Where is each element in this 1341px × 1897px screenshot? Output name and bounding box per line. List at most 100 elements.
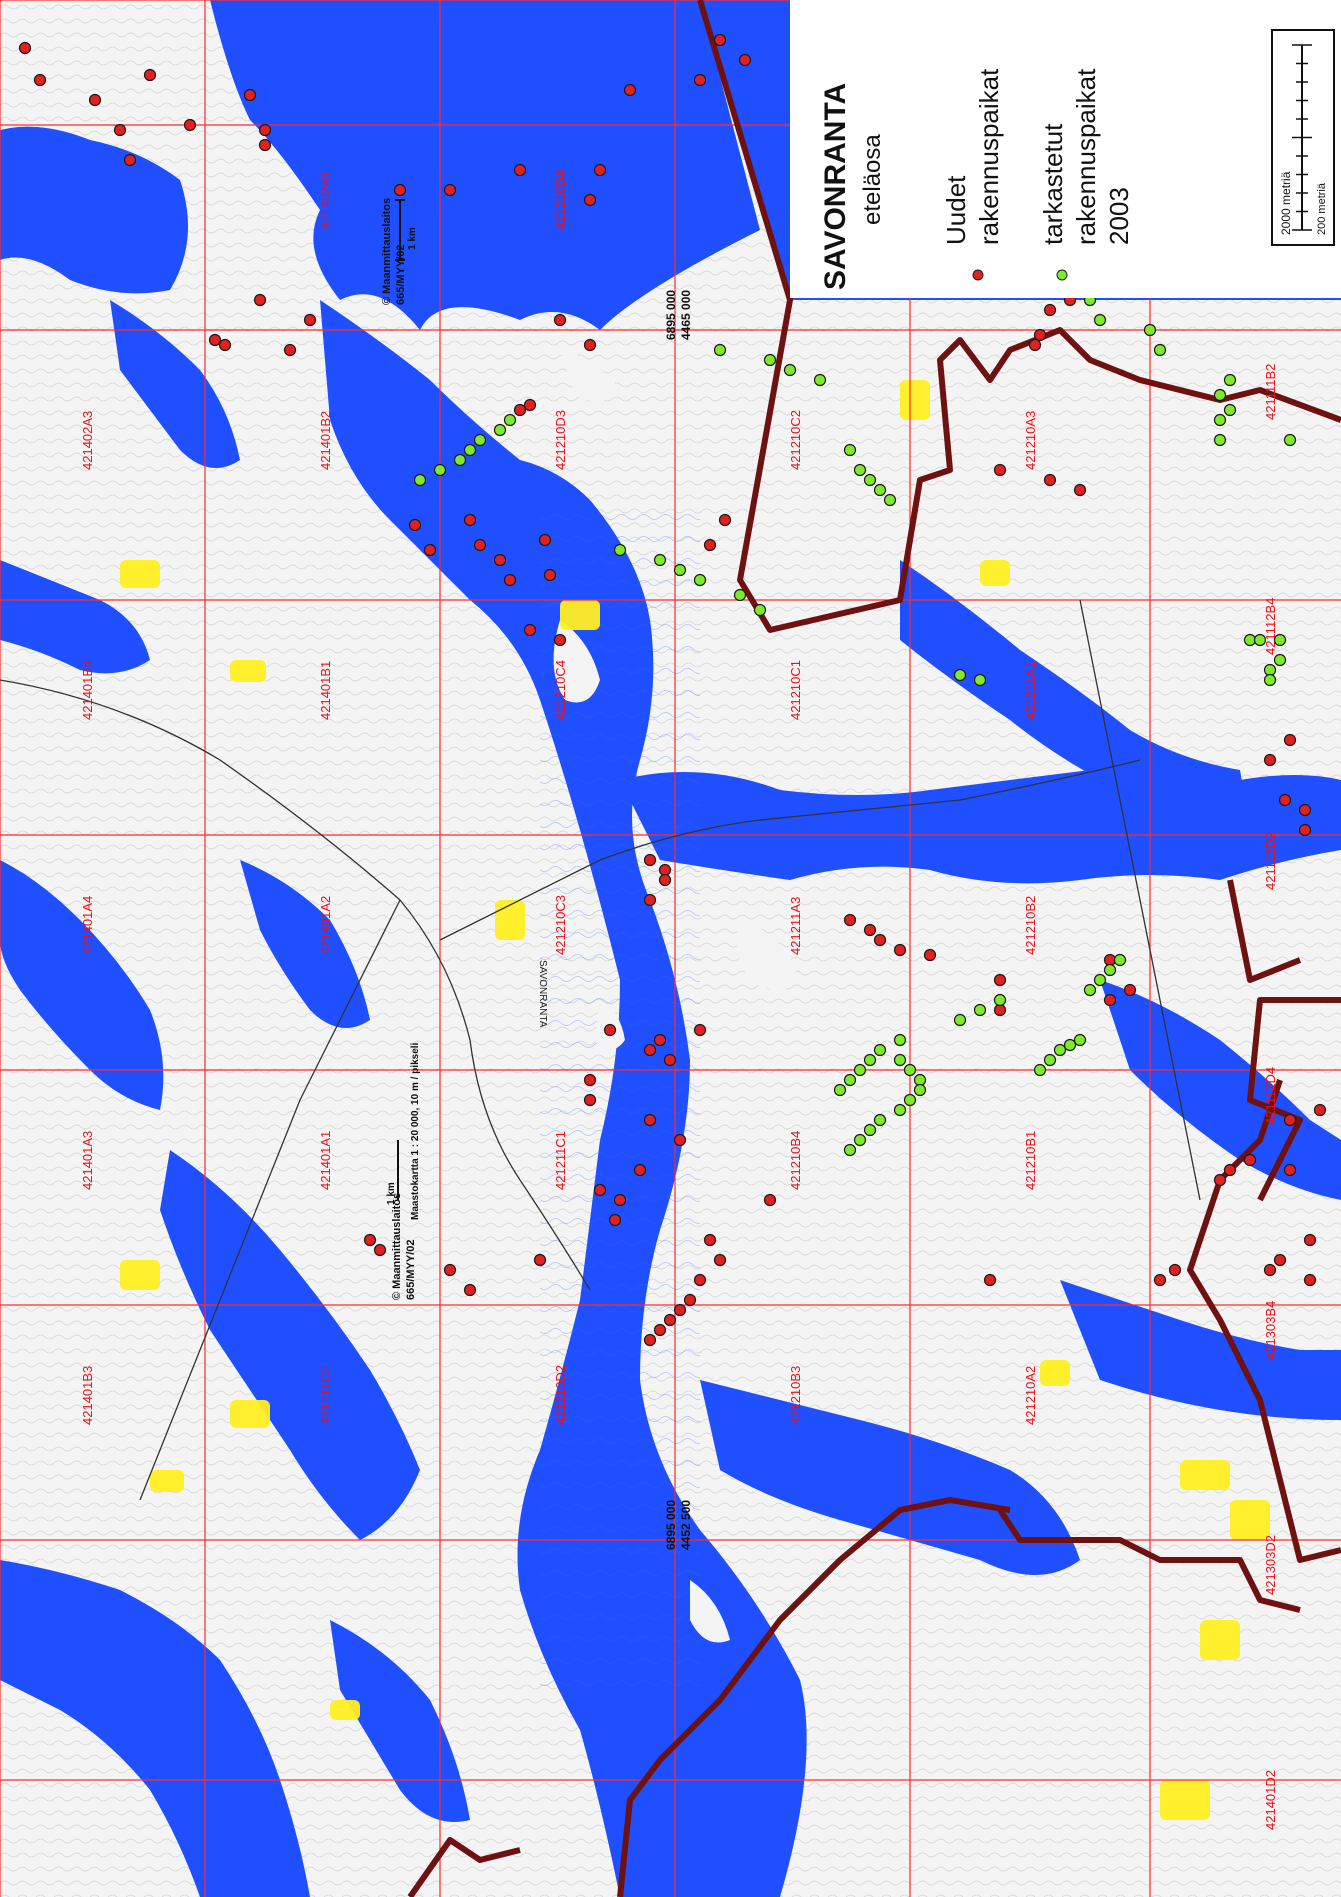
inspected-site-marker xyxy=(873,1043,887,1057)
field-patch xyxy=(560,600,600,630)
sheet-label: 421210C4 xyxy=(553,660,568,720)
new-site-marker xyxy=(693,73,707,87)
new-site-marker xyxy=(113,123,127,137)
new-site-marker xyxy=(1283,733,1297,747)
new-site-marker xyxy=(423,543,437,557)
sheet-label: 421211C3 xyxy=(318,1366,333,1425)
sheet-label: 421211A3 xyxy=(788,897,803,955)
sheet-label: 421401B3 xyxy=(80,1366,95,1425)
inspected-site-marker xyxy=(1223,373,1237,387)
new-site-marker xyxy=(718,513,732,527)
new-site-marker xyxy=(673,1303,687,1317)
sheet-label: 421210D3 xyxy=(553,410,568,470)
field-patch xyxy=(1040,1360,1070,1386)
copyright-line-1: © Maanmittauslaitos xyxy=(381,198,393,305)
inspected-site-marker xyxy=(1213,433,1227,447)
legend-new-site-label-1: Uudet xyxy=(941,175,971,245)
sheet-label: 421210A2 xyxy=(1023,1366,1038,1425)
sheet-label: 421402A1 xyxy=(318,171,333,230)
boundary-line xyxy=(1187,1079,1341,1563)
field-patch xyxy=(330,1700,360,1720)
new-site-marker xyxy=(1303,1273,1317,1287)
new-site-marker xyxy=(123,153,137,167)
new-site-marker xyxy=(663,1313,677,1327)
inspected-site-marker xyxy=(713,343,727,357)
inspected-site-marker xyxy=(853,463,867,477)
new-site-marker xyxy=(1103,953,1117,967)
inspected-site-marker xyxy=(873,1113,887,1127)
field-patch xyxy=(1160,1780,1210,1820)
inspected-site-marker xyxy=(1083,983,1097,997)
legend-scale-ticks xyxy=(1292,44,1312,231)
lake-upper-left xyxy=(0,126,188,294)
inspected-site-marker xyxy=(1273,653,1287,667)
boundary-line xyxy=(997,1508,1301,1613)
field-patch xyxy=(120,560,160,588)
road xyxy=(0,679,591,1291)
new-site-marker xyxy=(603,1023,617,1037)
sheet-label: 421211C1 xyxy=(553,1131,568,1190)
new-site-marker xyxy=(1303,1233,1317,1247)
new-site-marker xyxy=(18,41,32,55)
new-site-marker xyxy=(993,1003,1007,1017)
inspected-site-marker xyxy=(653,553,667,567)
new-site-marker xyxy=(1033,328,1047,342)
new-site-marker xyxy=(258,123,272,137)
new-site-marker xyxy=(653,1033,667,1047)
new-site-marker xyxy=(583,193,597,207)
legend-inspected-label-3: 2003 xyxy=(1104,187,1134,245)
legend-subtitle: eteläosa xyxy=(859,134,886,225)
field-patch xyxy=(230,660,266,682)
new-site-marker xyxy=(693,1023,707,1037)
sheet-label: 421210D4 xyxy=(553,170,568,230)
field-patch xyxy=(900,380,930,420)
inspected-site-marker xyxy=(913,1083,927,1097)
new-site-marker xyxy=(608,1213,622,1227)
inspected-site-marker xyxy=(1053,1043,1067,1057)
new-site-marker xyxy=(523,398,537,412)
new-site-marker xyxy=(493,553,507,567)
new-site-marker xyxy=(533,1253,547,1267)
new-site-marker xyxy=(693,1273,707,1287)
field-patch xyxy=(230,1400,270,1428)
inspected-site-marker xyxy=(1043,1053,1057,1067)
road xyxy=(139,899,401,1501)
new-site-marker xyxy=(643,893,657,907)
place-name: SAVONRANTA xyxy=(537,960,548,1028)
inspected-site-marker xyxy=(673,563,687,577)
inspected-site-marker xyxy=(1273,633,1287,647)
new-site-marker xyxy=(1123,983,1137,997)
field-patch xyxy=(495,900,525,940)
new-site-marker xyxy=(218,338,232,352)
new-site-marker xyxy=(863,923,877,937)
new-site-marker xyxy=(1028,338,1042,352)
copyright-line-1: © Maanmittauslaitos xyxy=(391,1193,403,1300)
sheet-label: 421111B2 xyxy=(1263,364,1278,420)
field-patch xyxy=(150,1470,184,1492)
inspected-site-marker xyxy=(893,1033,907,1047)
scale-bar-label: 1 km xyxy=(386,1182,397,1205)
new-site-marker xyxy=(923,948,937,962)
legend-new-site-marker xyxy=(972,269,984,281)
new-site-marker xyxy=(258,138,272,152)
new-site-marker xyxy=(1073,483,1087,497)
new-site-marker xyxy=(643,853,657,867)
roads xyxy=(0,599,1201,1501)
inspected-site-marker xyxy=(973,673,987,687)
fields xyxy=(120,380,1270,1820)
new-site-marker xyxy=(1103,993,1117,1007)
inspected-site-marker xyxy=(863,1053,877,1067)
legend-new-site-label-2: rakennuspaikat xyxy=(974,68,1004,245)
sheet-label: 421210B4 xyxy=(788,1131,803,1190)
new-site-marker xyxy=(583,338,597,352)
municipality-boundary xyxy=(407,0,1341,1897)
new-site-marker xyxy=(143,68,157,82)
inspected-site-marker xyxy=(453,453,467,467)
new-site-marker xyxy=(1213,1173,1227,1187)
coordinate-label: 6895 000 xyxy=(664,290,678,340)
boundary-line xyxy=(617,1497,1011,1897)
new-site-marker xyxy=(893,943,907,957)
coordinate-label: 4452 500 xyxy=(679,1500,693,1550)
